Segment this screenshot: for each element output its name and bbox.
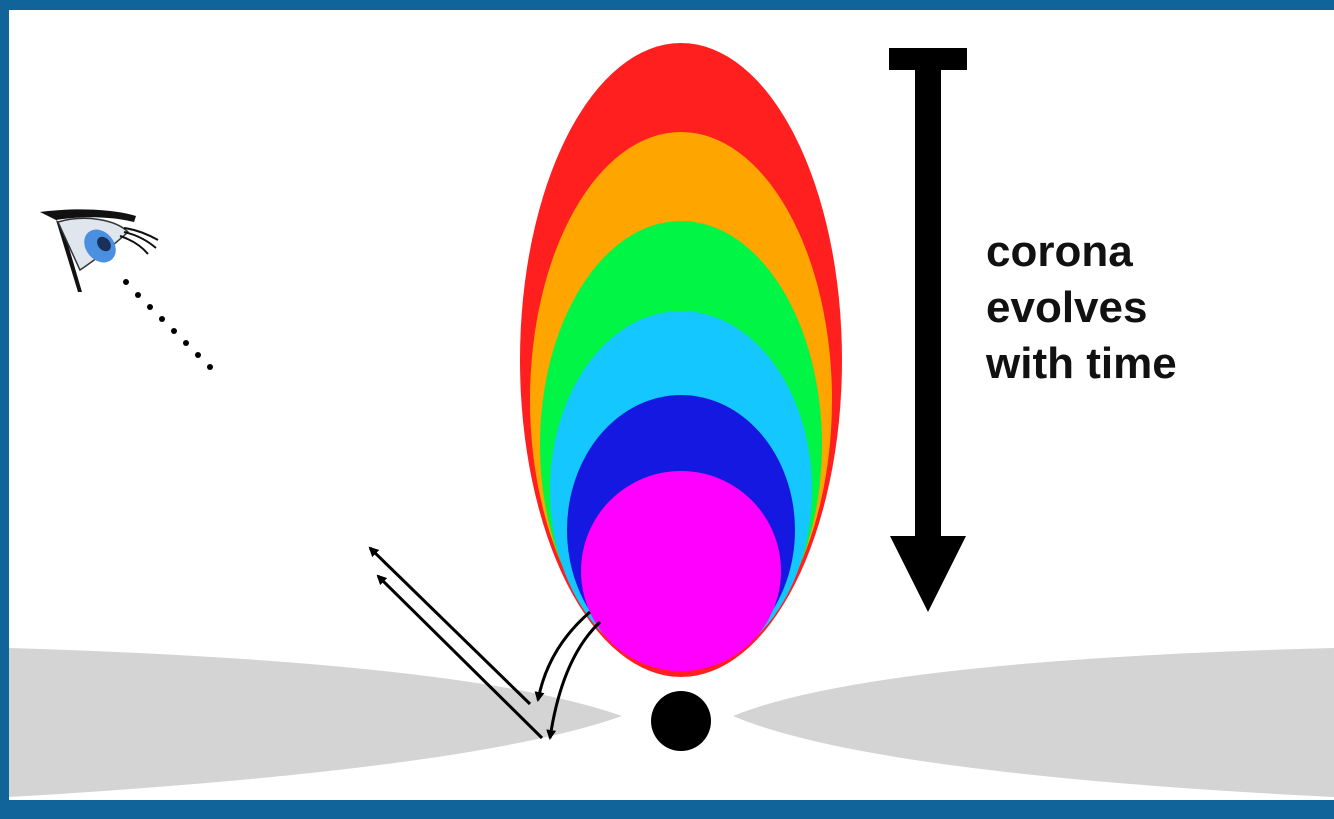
eye-icon — [40, 209, 158, 292]
caption-line-3: with time — [986, 336, 1286, 392]
caption-line-1: corona — [986, 224, 1286, 280]
corona-layer-magenta — [581, 471, 781, 671]
accretion-disc-left — [9, 648, 622, 797]
accretion-disc-right — [733, 648, 1334, 797]
caption-line-2: evolves — [986, 280, 1286, 336]
down-arrow-icon — [889, 48, 967, 612]
black-hole — [651, 691, 711, 751]
line-of-sight — [123, 279, 213, 370]
time-evolution-caption: corona evolves with time — [986, 224, 1286, 392]
